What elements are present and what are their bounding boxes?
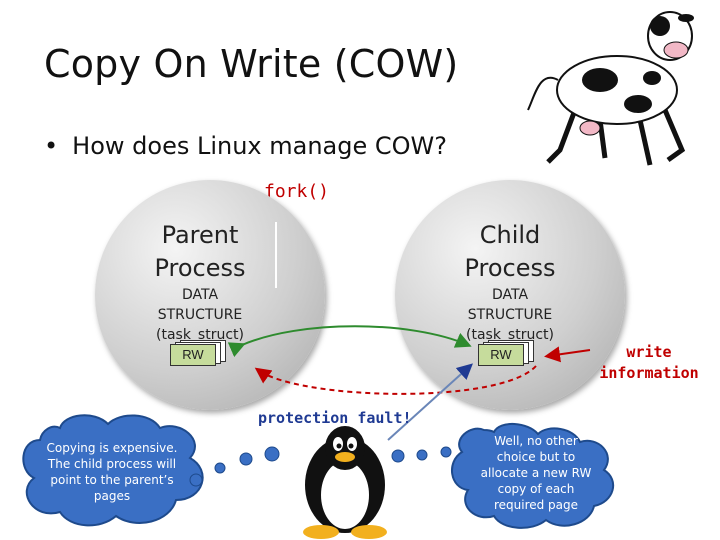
child-data-structure: DATA STRUCTURE (task_struct) [440, 285, 580, 345]
child-ds-line1: DATA [491, 287, 529, 303]
write-information-label: write information [594, 342, 704, 384]
right-cloud-line: choice but to [496, 450, 576, 464]
parent-ds-line1: DATA [181, 287, 219, 303]
write-info-line2: information [599, 364, 699, 382]
child-process-circle [395, 180, 625, 410]
left-cloud-line: The child process will [47, 457, 177, 471]
left-cloud-line: point to the parent’s [50, 473, 174, 487]
parent-data-structure: DATA STRUCTURE (task_struct) [130, 285, 270, 345]
bullet-text: How does Linux manage COW? [72, 132, 448, 160]
left-cloud-line: pages [93, 489, 131, 503]
right-cloud-line: required page [493, 498, 579, 512]
right-cloud-line: allocate a new RW [480, 466, 592, 480]
fork-label: fork() [264, 181, 330, 202]
parent-process-title: Parent Process [130, 219, 270, 285]
task-struct-link-arrow [227, 325, 472, 358]
parent-title-line2: Process [154, 254, 246, 282]
child-process-title: Child Process [440, 219, 580, 285]
parent-ds-line3: (task_struct) [156, 327, 244, 343]
child-rw-pages: RW [478, 340, 534, 368]
tux-penguin-icon [303, 426, 387, 539]
bullet-question: • How does Linux manage COW? [44, 132, 447, 160]
parent-rw-pages: RW [170, 340, 226, 368]
left-cloud-text: Copying is expensive. The child process … [44, 440, 180, 504]
right-thought-cloud [391, 423, 615, 529]
left-thought-cloud [22, 414, 280, 527]
child-ds-line2: STRUCTURE [467, 307, 553, 323]
write-arrow [544, 346, 591, 363]
right-cloud-line: copy of each [497, 482, 575, 496]
right-cloud-line: Well, no other [494, 434, 578, 448]
parent-process-circle [95, 180, 325, 410]
slide-title: Copy On Write (COW) [44, 42, 459, 86]
child-title-line2: Process [464, 254, 556, 282]
protection-fault-label: protection fault! [258, 409, 412, 427]
child-title-line1: Child [479, 221, 541, 249]
protection-fault-arrow [387, 363, 473, 441]
write-info-line1: write [626, 343, 672, 361]
left-cloud-line: Copying is expensive. [46, 441, 178, 455]
child-rw-page: RW [478, 344, 524, 366]
fault-dashed-arrow [254, 365, 537, 395]
parent-rw-page: RW [170, 344, 216, 366]
parent-ds-line2: STRUCTURE [157, 307, 243, 323]
parent-title-line1: Parent [161, 221, 239, 249]
child-ds-line3: (task_struct) [466, 327, 554, 343]
right-cloud-text: Well, no other choice but to allocate a … [466, 433, 606, 513]
bullet-dot-icon: • [44, 132, 59, 160]
